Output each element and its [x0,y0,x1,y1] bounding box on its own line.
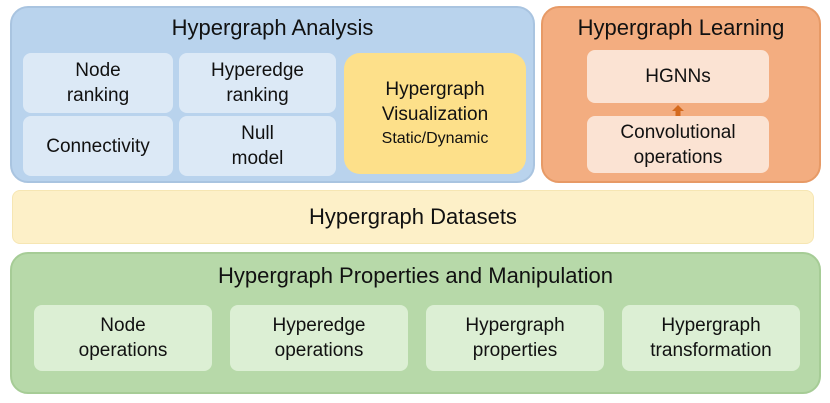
hyperedge-ranking-line-1: Hyperedge [211,60,304,81]
visualization-subtitle: Static/Dynamic [381,129,489,147]
node-operations-line-1: Node [100,315,146,336]
hypergraph-properties-line-2: properties [472,340,558,361]
convolutional-line-2: operations [633,146,723,168]
hyperedge-operations-box: Hyperedge operations [230,305,408,371]
visualization-line-1: Hypergraph [385,78,485,100]
hypergraph-transformation-line-2: transformation [650,340,772,361]
hyperedge-operations-line-1: Hyperedge [272,315,366,336]
null-model-line-2: model [231,148,284,169]
hyperedge-ranking-box: Hyperedge ranking [179,53,336,113]
convolutional-line-1: Convolutional [620,121,736,143]
connectivity-box: Connectivity [23,116,173,176]
node-ranking-box: Node ranking [23,53,173,113]
hyperedge-operations-line-2: operations [274,340,364,361]
hypergraph-datasets-label: Hypergraph Datasets [309,204,517,229]
visualization-line-2: Visualization [381,103,489,125]
hypergraph-properties-box: Hypergraph properties [426,305,604,371]
node-ranking-line-2: ranking [66,85,130,106]
hypergraph-learning-panel: Hypergraph Learning HGNNs Convolutional … [541,6,821,183]
hgnns-label: HGNNs [645,66,711,87]
node-ranking-line-1: Node [75,60,121,81]
node-operations-box: Node operations [34,305,212,371]
hypergraph-learning-title: Hypergraph Learning [577,15,785,40]
hypergraph-datasets-bar: Hypergraph Datasets [12,190,814,244]
null-model-line-1: Null [241,123,274,144]
hypergraph-properties-line-1: Hypergraph [465,315,565,336]
convolutional-operations-box: Convolutional operations [587,116,769,173]
hypergraph-properties-title: Hypergraph Properties and Manipulation [217,263,613,288]
up-arrow-icon [672,105,684,116]
hypergraph-properties-panel: Hypergraph Properties and Manipulation N… [10,252,821,394]
connectivity-label: Connectivity [46,135,150,157]
hypergraph-analysis-panel: Hypergraph Analysis Node ranking Hypered… [10,6,535,183]
hypergraph-transformation-line-1: Hypergraph [661,315,761,336]
node-operations-line-2: operations [78,340,168,361]
hypergraph-transformation-box: Hypergraph transformation [622,305,800,371]
hyperedge-ranking-line-2: ranking [226,85,289,106]
hgnns-box: HGNNs [587,50,769,103]
hypergraph-analysis-title: Hypergraph Analysis [171,15,374,40]
null-model-box: Null model [179,116,336,176]
hypergraph-visualization-box: Hypergraph Visualization Static/Dynamic [344,53,526,174]
